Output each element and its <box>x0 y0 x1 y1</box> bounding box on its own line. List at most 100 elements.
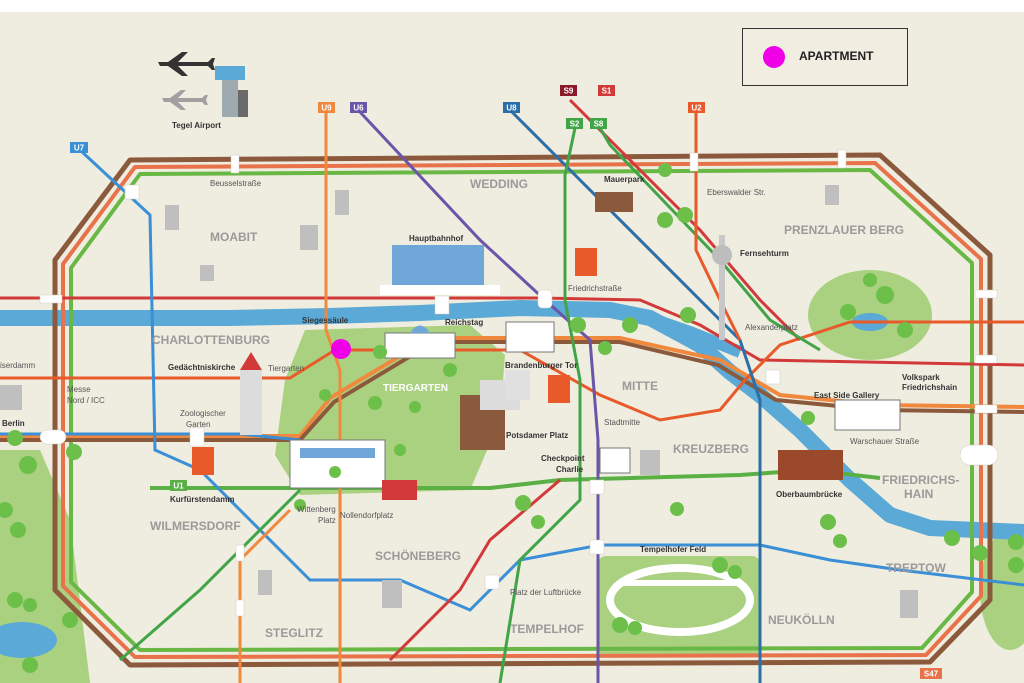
u7-badge-label: U7 <box>74 144 85 153</box>
u8-badge <box>503 102 520 113</box>
label-volkspark: Volkspark <box>902 373 940 382</box>
tv-tower-ball <box>712 245 732 265</box>
u9-badge-label: U9 <box>321 104 332 113</box>
label-nollendorf: Nollendorfplatz <box>340 511 393 520</box>
west-lake <box>0 622 57 658</box>
s-bahn-north-green <box>498 127 582 683</box>
apartment-marker[interactable] <box>331 339 351 359</box>
mauerpark-stall <box>595 192 633 212</box>
label-tempelhofer-feld: Tempelhofer Feld <box>640 545 706 554</box>
district-steglitz: STEGLITZ <box>265 626 323 640</box>
kurfurstendamm-building <box>289 439 386 489</box>
gedachtniskirche-building <box>240 370 262 435</box>
tv-tower <box>719 235 725 340</box>
s-bahn-east-west-red <box>0 296 1024 367</box>
district-kreuzberg: KREUZBERG <box>673 442 749 456</box>
control-tower-icon <box>215 66 248 117</box>
district-mitte: MITTE <box>622 379 658 393</box>
checkpoint-booth <box>599 447 631 474</box>
label-wittenberg: Wittenberg <box>297 505 336 514</box>
oberbaum-bridge <box>778 450 843 480</box>
buildings <box>0 185 918 618</box>
u2-badge-label: U2 <box>691 104 702 113</box>
label-fernsehturm: Fernsehturm <box>740 249 789 258</box>
label-friedrichstrasse: Friedrichstraße <box>568 284 622 293</box>
district-wedding: WEDDING <box>470 177 528 191</box>
u2-badge <box>688 102 705 113</box>
district-friedrichshain: FRIEDRICHS- <box>882 473 959 487</box>
label-checkpoint: Checkpoint <box>541 454 585 463</box>
label-potsdamer: Potsdamer Platz <box>506 431 568 440</box>
label-mauerpark: Mauerpark <box>604 175 645 184</box>
u7-badge <box>70 142 88 153</box>
label-warschauer: Warschauer Straße <box>850 437 920 446</box>
label-wittenberg-2: Platz <box>318 516 336 525</box>
label-luftbrucke: Platz der Luftbrücke <box>510 588 582 597</box>
spree-river <box>0 300 1024 540</box>
airplane-icon-grey <box>162 90 208 110</box>
u6-badge-label: U6 <box>353 104 364 113</box>
district-neukolln: NEUKÖLLN <box>768 612 835 627</box>
s47-badge-label: S47 <box>924 670 939 679</box>
label-gedachtniskirche: Gedächtniskirche <box>168 363 236 372</box>
s2-badge-label: S2 <box>570 120 580 129</box>
s1-badge-label: S1 <box>602 87 612 96</box>
apartment-legend-label: APARTMENT <box>799 49 874 63</box>
label-messe-2: Nord / ICC <box>67 396 105 405</box>
district-wilmersdorf: WILMERSDORF <box>150 519 241 533</box>
reichstag-building <box>384 332 456 359</box>
district-tiergarten: TIERGARTEN <box>383 383 448 394</box>
u2-line <box>0 320 1024 422</box>
district-treptow: TREPTOW <box>886 561 946 575</box>
legend-box: APARTMENT <box>742 28 908 86</box>
airplane-icon <box>158 52 215 76</box>
district-friedrichshain-2: HAIN <box>904 487 933 501</box>
line-badges: U7 U9 U6 U8 S9 S1 S2 S8 U2 U1 S47 <box>70 85 942 679</box>
station-labels: Tegel Airport Beusselstraße Hauptbahnhof… <box>0 121 957 597</box>
district-labels: MOABIT WEDDING PRENZLAUER BERG CHARLOTTE… <box>150 177 959 640</box>
label-east-side-gallery: East Side Gallery <box>814 391 880 400</box>
label-oberbaumbrucke: Oberbaumbrücke <box>776 490 843 499</box>
u1-badge <box>170 480 187 491</box>
u6-badge <box>350 102 367 113</box>
district-moabit: MOABIT <box>210 230 258 244</box>
label-damm: iserdamm <box>0 361 35 370</box>
u9-badge <box>318 102 335 113</box>
district-charlottenburg: CHARLOTTENBURG <box>152 333 270 347</box>
district-prenzlauer-berg: PRENZLAUER BERG <box>784 223 904 237</box>
label-stadtmitte: Stadtmitte <box>604 418 641 427</box>
label-eberswalder: Eberswalder Str. <box>707 188 766 197</box>
s8-badge <box>590 118 607 129</box>
label-berlin: Berlin <box>2 419 25 428</box>
label-tegel-airport: Tegel Airport <box>172 121 221 130</box>
label-hauptbahnhof: Hauptbahnhof <box>409 234 464 243</box>
label-brandenburger-tor: Brandenburger Tor <box>505 361 577 370</box>
label-messe: Messe <box>67 385 91 394</box>
s1-badge <box>598 85 615 96</box>
label-checkpoint-2: Charlie <box>556 465 584 474</box>
tempelhof-runway <box>622 580 742 586</box>
label-volkspark-2: Friedrichshain <box>902 383 957 392</box>
u-southwest <box>119 488 302 662</box>
ring-outer <box>52 152 993 668</box>
s9-badge <box>560 85 577 96</box>
nollendorf-market <box>382 480 417 500</box>
s47-badge <box>920 668 942 679</box>
label-beusselstrasse: Beusselstraße <box>210 179 262 188</box>
ring-inner <box>69 168 974 652</box>
trees <box>0 163 1024 673</box>
label-zoo: Zoologischer <box>180 409 226 418</box>
u1-badge-label: U1 <box>173 482 184 491</box>
district-schoneberg: SCHÖNEBERG <box>375 548 461 563</box>
u7-line <box>78 148 1024 612</box>
ring-mid <box>61 161 983 659</box>
s8-badge-label: S8 <box>594 120 604 129</box>
s2-badge <box>566 118 583 129</box>
station-markers <box>39 149 999 617</box>
district-tempelhof: TEMPELHOF <box>510 622 584 636</box>
tempelhof-oval <box>606 564 754 636</box>
label-alexanderplatz: Alexanderplatz <box>745 323 798 332</box>
label-kurfurstendamm: Kurfürstendamm <box>170 495 234 504</box>
label-zoo-2: Garten <box>186 420 210 429</box>
